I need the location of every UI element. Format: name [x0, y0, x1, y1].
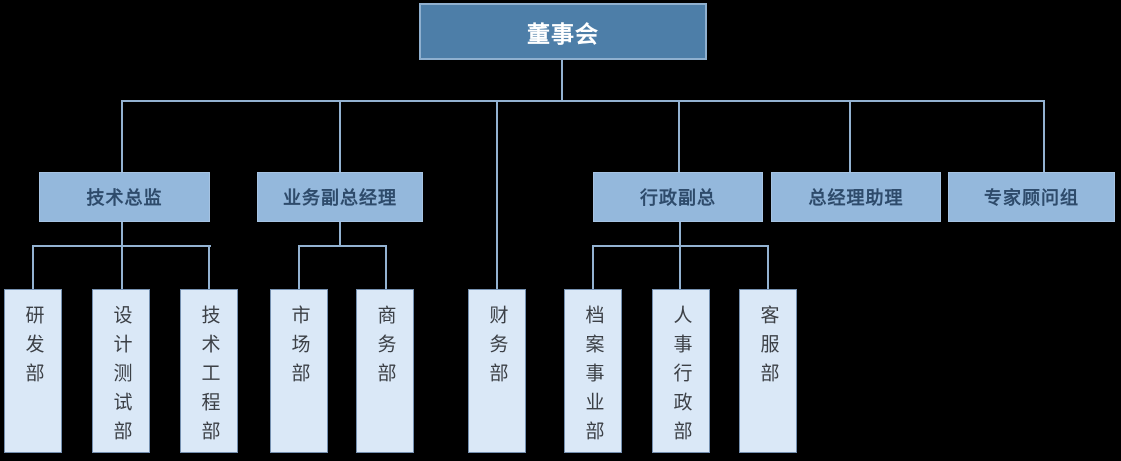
connector-drop-finance-dept [496, 100, 498, 290]
connector-drop-gm-assistant [849, 100, 851, 172]
node-label: 行政副总 [640, 188, 716, 208]
node-label: 专家顾问组 [984, 188, 1079, 208]
node-label: 财务部 [486, 305, 508, 392]
node-label: 总经理助理 [808, 188, 904, 208]
node-expert-advisory-group[interactable]: 专家顾问组 [948, 172, 1115, 222]
node-finance-dept[interactable]: 财务部 [468, 289, 526, 453]
connector-tech-rail [32, 245, 211, 247]
node-label: 人事行政部 [670, 305, 692, 450]
node-marketing-dept[interactable]: 市场部 [270, 289, 328, 453]
connector-drop-engineering-dept [208, 245, 210, 290]
connector-admin-stem [679, 222, 681, 290]
node-board-of-directors[interactable]: 董事会 [419, 3, 707, 60]
node-label: 技术工程部 [198, 305, 220, 450]
connector-business-stem [339, 222, 341, 247]
connector-drop-expert-group [1043, 100, 1045, 172]
node-label: 商务部 [374, 305, 396, 392]
node-commerce-dept[interactable]: 商务部 [356, 289, 414, 453]
connector-drop-admin-deputy [678, 100, 680, 172]
connector-business-rail [298, 245, 387, 247]
connector-main-rail [121, 100, 1045, 102]
node-rd-dept[interactable]: 研发部 [4, 289, 62, 453]
node-business-deputy-gm[interactable]: 业务副总经理 [257, 172, 423, 222]
node-label: 技术总监 [86, 188, 163, 208]
node-label: 客服部 [757, 305, 779, 392]
node-admin-deputy[interactable]: 行政副总 [593, 172, 763, 222]
connector-tech-stem [121, 222, 123, 290]
node-hr-admin-dept[interactable]: 人事行政部 [652, 289, 710, 453]
node-customer-service-dept[interactable]: 客服部 [739, 289, 797, 453]
node-gm-assistant[interactable]: 总经理助理 [771, 172, 941, 222]
node-tech-engineering-dept[interactable]: 技术工程部 [180, 289, 238, 453]
node-label: 业务副总经理 [283, 188, 397, 208]
connector-drop-service-dept [767, 245, 769, 290]
connector-root-stem [561, 59, 563, 102]
connector-drop-archive-dept [592, 245, 594, 290]
connector-drop-marketing-dept [298, 245, 300, 290]
node-label: 董事会 [527, 20, 599, 47]
connector-drop-tech-director [121, 100, 123, 172]
node-design-testing-dept[interactable]: 设计测试部 [92, 289, 150, 453]
connector-drop-business-deputy [339, 100, 341, 172]
connector-drop-rd-dept [32, 245, 34, 290]
node-label: 市场部 [288, 305, 310, 392]
node-archive-division-dept[interactable]: 档案事业部 [564, 289, 622, 453]
node-label: 研发部 [22, 305, 44, 392]
node-label: 档案事业部 [582, 305, 604, 450]
node-tech-director[interactable]: 技术总监 [39, 172, 210, 222]
connector-admin-rail [592, 245, 769, 247]
node-label: 设计测试部 [110, 305, 132, 450]
connector-drop-commerce-dept [385, 245, 387, 290]
